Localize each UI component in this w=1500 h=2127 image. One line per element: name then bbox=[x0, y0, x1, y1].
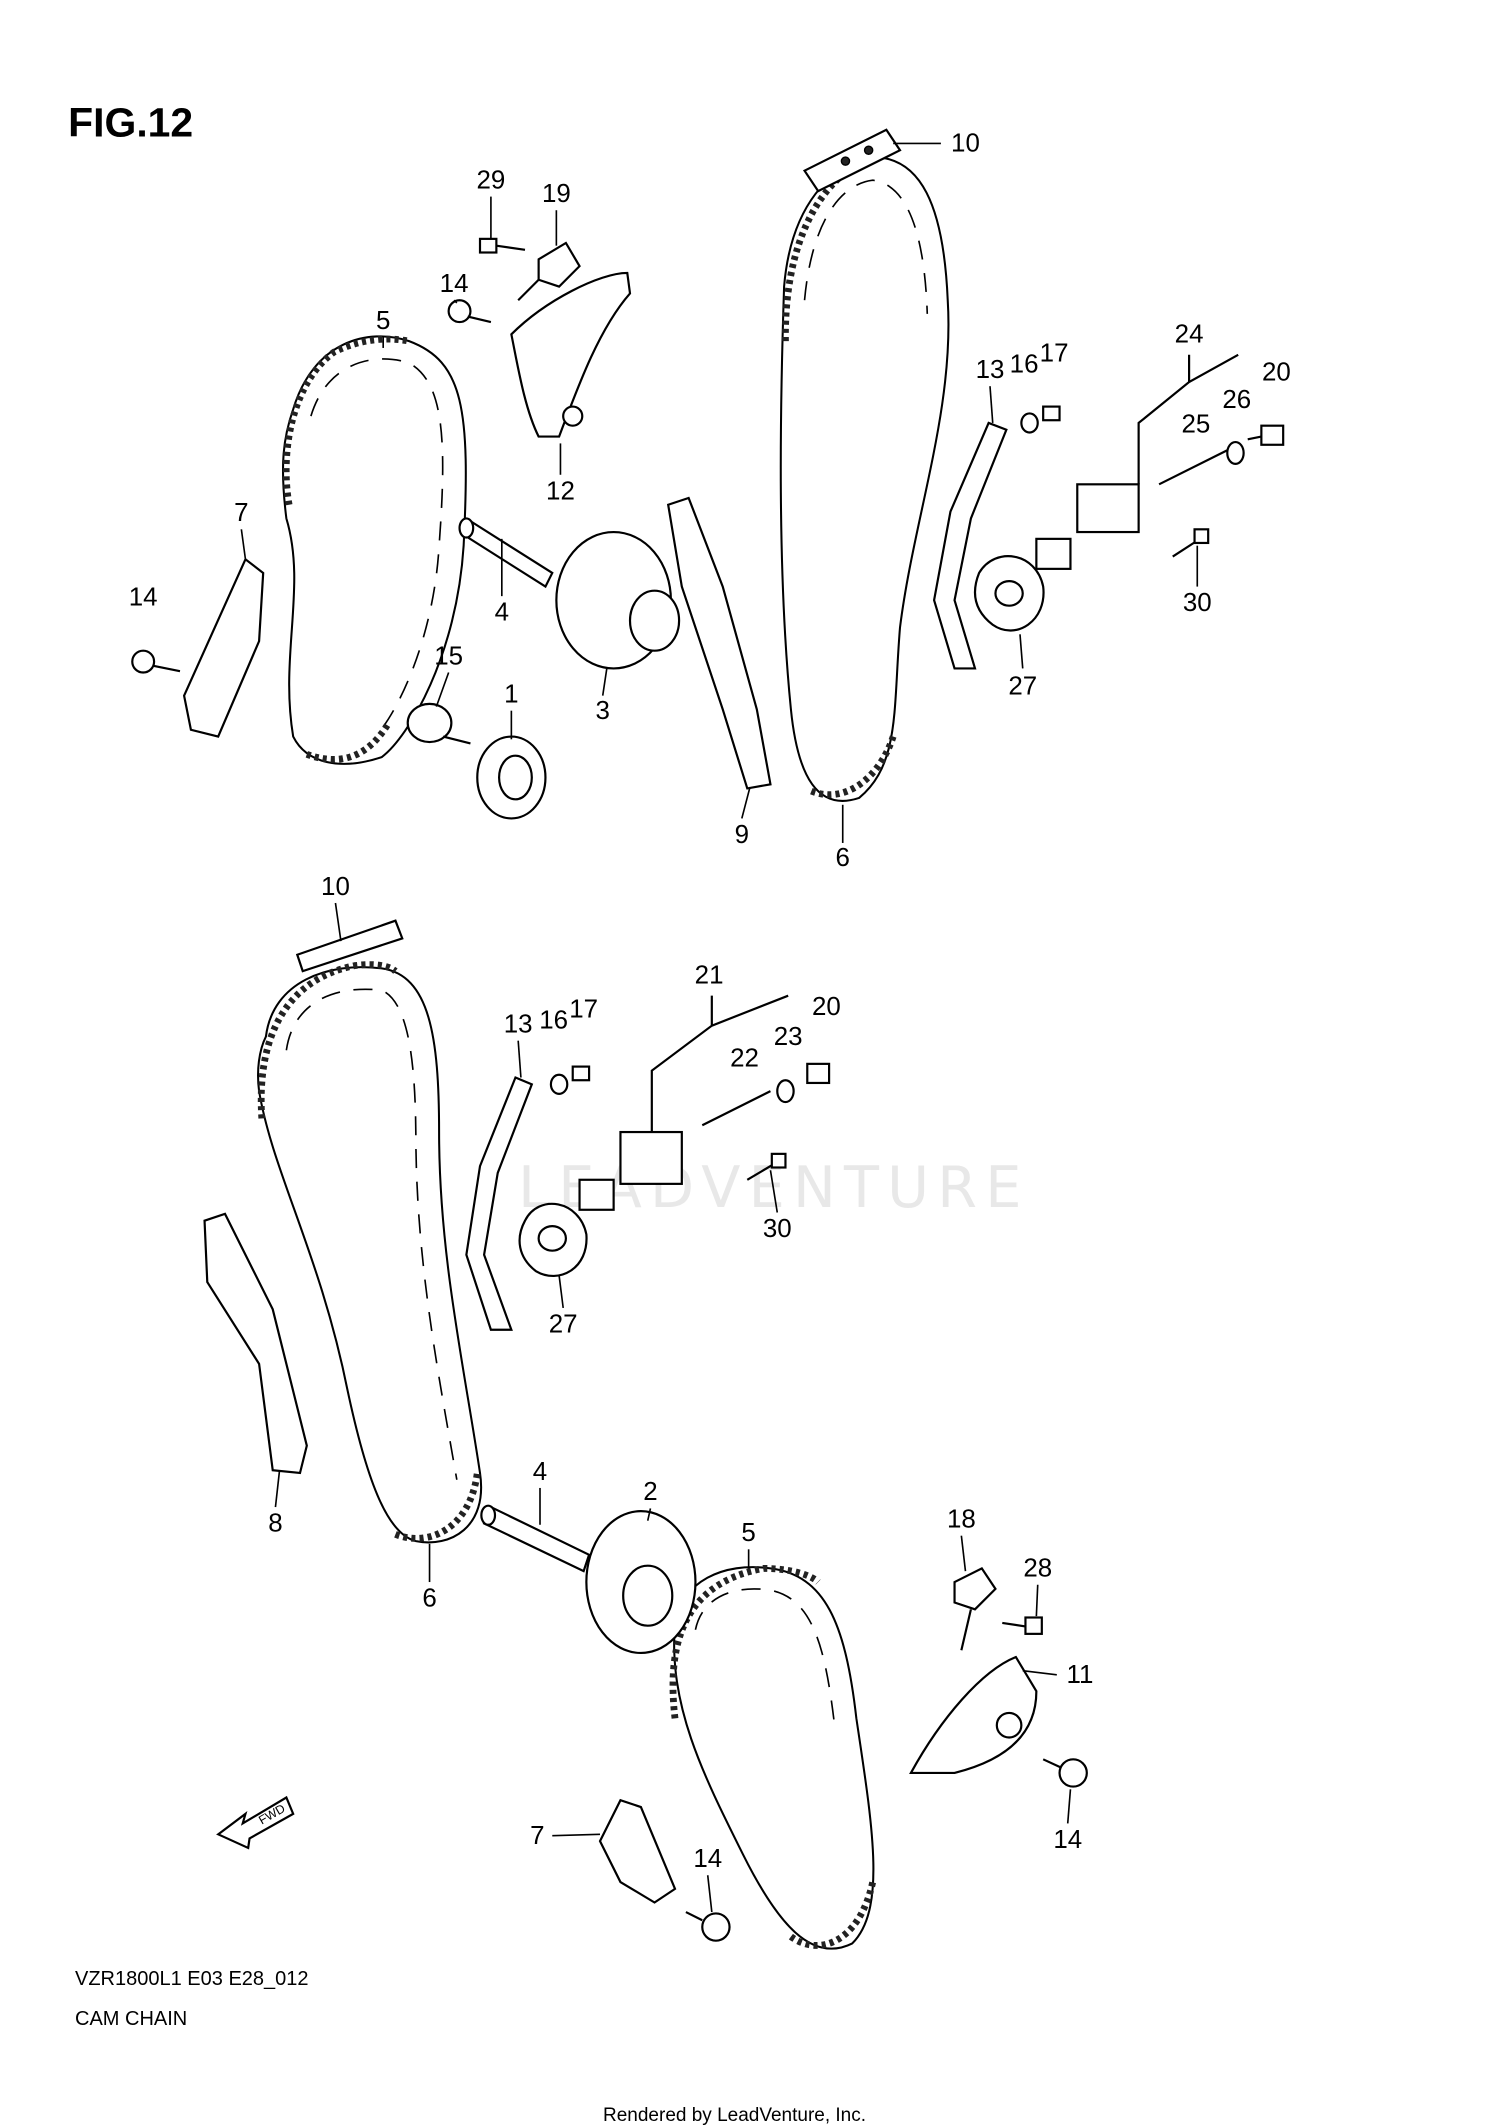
callout: 18 bbox=[947, 1506, 976, 1534]
callout: 17 bbox=[569, 995, 598, 1023]
callout: 20 bbox=[1262, 359, 1291, 387]
leader-24 bbox=[1137, 353, 1239, 485]
callout: 6 bbox=[836, 844, 850, 872]
callout: 9 bbox=[735, 821, 749, 849]
callout: 26 bbox=[1222, 386, 1251, 414]
callout: 15 bbox=[434, 642, 463, 670]
callout: 27 bbox=[1008, 672, 1037, 700]
shaft-4-bottom bbox=[480, 1504, 591, 1573]
guide-8 bbox=[203, 1212, 308, 1475]
callouts-top: 29 19 14 5 12 7 14 4 15 1 3 10 13 16 17 … bbox=[129, 130, 1291, 873]
figure-title: FIG.12 bbox=[68, 100, 193, 146]
bolt-14-b bbox=[131, 649, 181, 674]
credit-text: Rendered by LeadVenture, Inc. bbox=[603, 2105, 867, 2126]
callout: 11 bbox=[1067, 1661, 1094, 1689]
guide-7-bottom bbox=[598, 1798, 677, 1904]
bolt-29 bbox=[478, 237, 526, 254]
washer-23 bbox=[776, 1079, 795, 1104]
callout: 25 bbox=[1182, 411, 1211, 439]
callout: 14 bbox=[693, 1845, 722, 1873]
bolt-14-d bbox=[685, 1911, 731, 1942]
callout: 24 bbox=[1175, 321, 1204, 349]
callout: 13 bbox=[504, 1010, 533, 1038]
callout: 19 bbox=[542, 180, 571, 208]
callout: 17 bbox=[1040, 340, 1069, 368]
section-name: CAM CHAIN bbox=[75, 2008, 188, 2030]
callout: 5 bbox=[376, 307, 390, 335]
tensioner-adjuster-18 bbox=[953, 1567, 997, 1651]
bolt-30-top bbox=[1172, 528, 1210, 558]
cam-chain-top-left bbox=[281, 335, 467, 765]
bolt-14-a bbox=[447, 299, 492, 324]
sprocket-2 bbox=[585, 1510, 697, 1655]
callout: 8 bbox=[268, 1510, 282, 1538]
callout: 14 bbox=[129, 584, 158, 612]
fwd-arrow-icon: FWD bbox=[216, 1795, 295, 1850]
bolt-30-bottom bbox=[746, 1152, 787, 1181]
callout: 4 bbox=[495, 599, 509, 627]
gasket-27-bottom bbox=[518, 1202, 588, 1277]
chain-guide-10-bottom bbox=[295, 919, 404, 973]
callout: 23 bbox=[774, 1023, 803, 1051]
bolt-20-bottom bbox=[806, 1062, 831, 1085]
callout: 10 bbox=[321, 873, 350, 901]
shaft-4-top bbox=[458, 517, 554, 589]
leader-lines bbox=[240, 142, 1199, 1913]
callout: 7 bbox=[234, 499, 248, 527]
callout: 2 bbox=[643, 1478, 657, 1506]
callout: 7 bbox=[530, 1822, 544, 1850]
callout: 16 bbox=[539, 1006, 568, 1034]
tensioner-24 bbox=[1035, 449, 1228, 570]
tensioner-guide-13-bottom bbox=[465, 1076, 534, 1331]
callout: 5 bbox=[741, 1519, 755, 1547]
callout: 21 bbox=[695, 961, 724, 989]
callout: 27 bbox=[549, 1311, 578, 1339]
tensioner-guide-13-top bbox=[932, 421, 1008, 670]
callout: 16 bbox=[1010, 351, 1039, 379]
callout: 22 bbox=[730, 1045, 759, 1073]
gear-1 bbox=[476, 735, 547, 820]
tensioner-21 bbox=[578, 1090, 771, 1211]
callout: 20 bbox=[812, 993, 841, 1021]
callout: 10 bbox=[951, 130, 980, 158]
callout: 14 bbox=[440, 270, 469, 298]
chain-guide-10-top bbox=[802, 128, 902, 193]
tensioner-12 bbox=[510, 271, 632, 438]
model-code: VZR1800L1 E03 E28_012 bbox=[75, 1968, 309, 1990]
callout: 1 bbox=[504, 681, 518, 709]
cam-chain-top-right bbox=[779, 153, 950, 802]
bolt-15 bbox=[406, 702, 471, 745]
callout: 4 bbox=[533, 1458, 547, 1486]
tensioner-11 bbox=[909, 1655, 1038, 1775]
tensioner-adjuster-19 bbox=[517, 241, 581, 301]
cam-chain-bottom-left bbox=[257, 961, 483, 1544]
callout: 30 bbox=[763, 1215, 792, 1243]
callouts-bottom: 10 21 13 16 17 20 22 23 30 27 8 4 2 5 6 … bbox=[268, 873, 1093, 1873]
bolt-20-top bbox=[1247, 424, 1285, 446]
gasket-27-top bbox=[974, 555, 1045, 632]
callout: 6 bbox=[422, 1585, 436, 1613]
chain-guide-9 bbox=[666, 496, 772, 790]
bolt-28 bbox=[1002, 1616, 1043, 1635]
callout: 29 bbox=[477, 166, 506, 194]
leader-21 bbox=[650, 994, 789, 1133]
washer-16-17-top bbox=[1020, 405, 1061, 434]
callout: 28 bbox=[1023, 1555, 1052, 1583]
washer-16-17-bottom bbox=[549, 1065, 591, 1095]
bolt-14-c bbox=[1042, 1758, 1088, 1788]
cam-chain-bottom-right bbox=[669, 1564, 877, 1950]
washer-26 bbox=[1226, 440, 1245, 465]
sprocket-3 bbox=[555, 530, 681, 670]
guide-7-top bbox=[182, 557, 265, 738]
callout: 13 bbox=[976, 356, 1005, 384]
callout: 3 bbox=[596, 697, 610, 725]
callout: 12 bbox=[546, 477, 575, 505]
callout: 14 bbox=[1053, 1826, 1082, 1854]
callout: 30 bbox=[1183, 589, 1212, 617]
